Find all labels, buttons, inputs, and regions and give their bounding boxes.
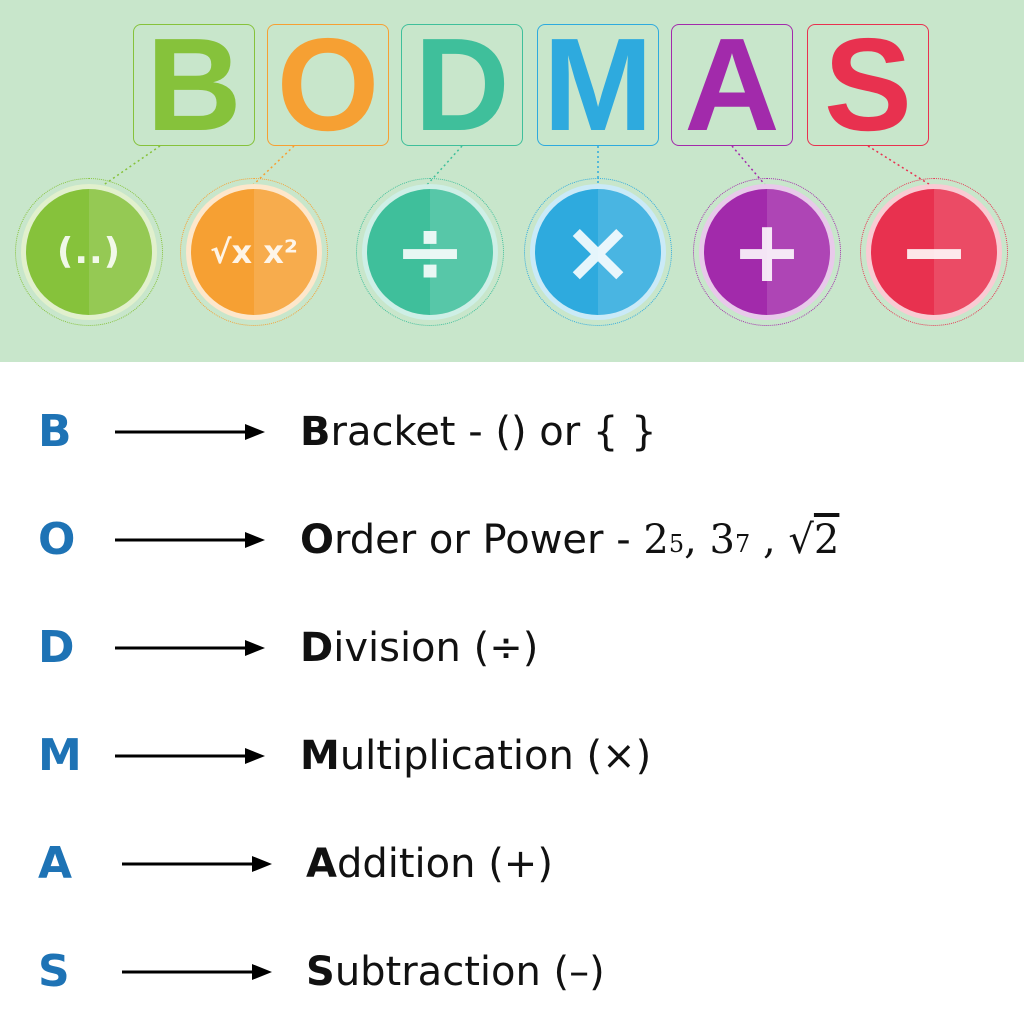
minus-icon: − bbox=[897, 202, 971, 302]
rule-letter: S bbox=[38, 946, 70, 997]
right-arrow-icon bbox=[115, 640, 265, 656]
tile-letter: B bbox=[146, 11, 242, 158]
tile-letter: A bbox=[684, 11, 780, 158]
rule-order: O Order or Power - 25, 37 , √2 bbox=[0, 510, 1024, 570]
rule-description: Division (÷) bbox=[300, 625, 539, 671]
rule-subtraction: S Subtraction (–) bbox=[0, 942, 1024, 1002]
tile-a: A bbox=[671, 19, 793, 151]
plus-icon: + bbox=[730, 202, 804, 302]
rule-description: Multiplication (×) bbox=[300, 733, 652, 779]
connector-lines bbox=[101, 145, 933, 187]
rule-description: Subtraction (–) bbox=[306, 949, 605, 995]
multiply-icon: × bbox=[561, 202, 635, 302]
right-arrow-icon bbox=[122, 964, 272, 980]
rule-bracket: B Bracket - () or { } bbox=[0, 402, 1024, 462]
rule-division: D Division (÷) bbox=[0, 618, 1024, 678]
division-circle: ÷ bbox=[356, 178, 504, 326]
tile-letter: O bbox=[276, 11, 380, 158]
tile-d: D bbox=[401, 19, 523, 151]
multiplication-circle: × bbox=[524, 178, 672, 326]
rule-description: Order or Power - 25, 37 , √2 bbox=[300, 517, 840, 563]
divide-icon: ÷ bbox=[393, 202, 467, 302]
rule-letter: D bbox=[38, 622, 75, 673]
right-arrow-icon bbox=[122, 856, 272, 872]
rule-letter: O bbox=[38, 514, 76, 565]
subtraction-circle: − bbox=[860, 178, 1008, 326]
right-arrow-icon bbox=[115, 748, 265, 764]
tile-letter: M bbox=[543, 11, 653, 158]
order-circle: √x x² bbox=[180, 178, 328, 326]
tile-b: B bbox=[133, 19, 255, 151]
tile-o: O bbox=[267, 19, 389, 151]
rule-multiplication: M Multiplication (×) bbox=[0, 726, 1024, 786]
rule-letter: B bbox=[38, 406, 72, 457]
rule-addition: A Addition (+) bbox=[0, 834, 1024, 894]
tile-m: M bbox=[537, 19, 659, 151]
brackets-circle: (..) bbox=[15, 178, 163, 326]
addition-circle: + bbox=[693, 178, 841, 326]
rule-description: Bracket - () or { } bbox=[300, 409, 657, 455]
tile-letter: S bbox=[823, 11, 913, 158]
power-examples: 25, 37 , √2 bbox=[643, 517, 840, 563]
tile-letter: D bbox=[414, 11, 510, 158]
power-root-icon: √x x² bbox=[210, 233, 298, 271]
right-arrow-icon bbox=[115, 424, 265, 440]
rules-list: B Bracket - () or { } O Order or Power -… bbox=[0, 362, 1024, 1024]
rule-description: Addition (+) bbox=[306, 841, 553, 887]
acronym-banner: B O D M A S (..) √x x² ÷ × bbox=[0, 0, 1024, 362]
rule-letter: M bbox=[38, 730, 82, 781]
tile-s: S bbox=[807, 19, 929, 151]
right-arrow-icon bbox=[115, 532, 265, 548]
rule-letter: A bbox=[38, 838, 73, 889]
brackets-icon: (..) bbox=[56, 231, 122, 272]
